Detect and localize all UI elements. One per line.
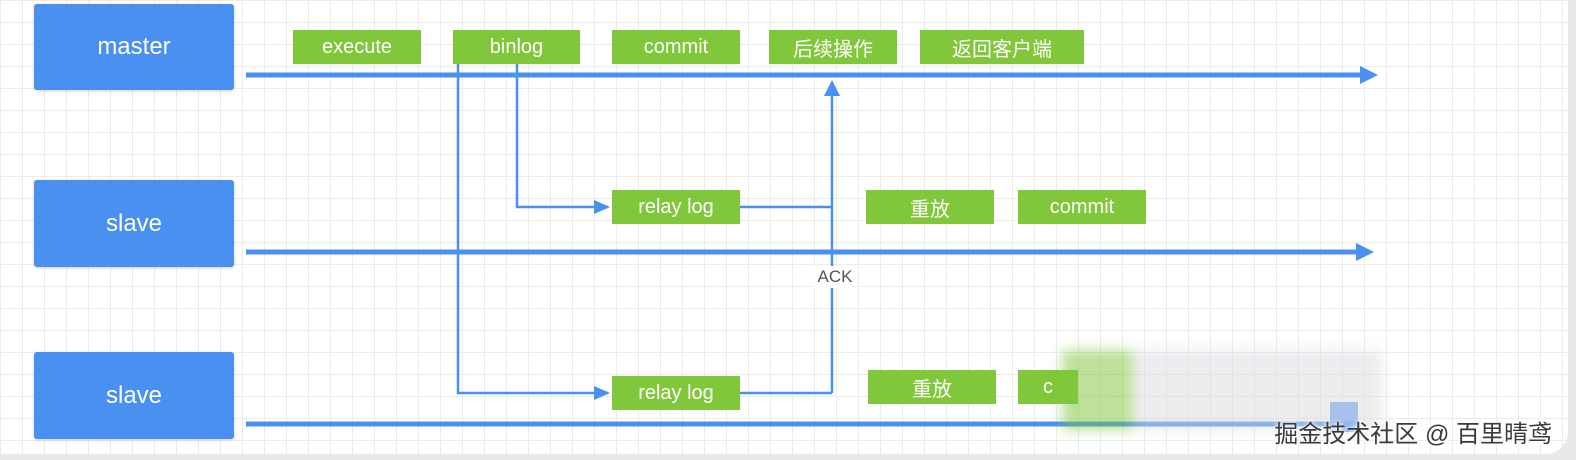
step-execute: execute: [293, 30, 421, 64]
slave1-timeline-arrowhead: [1356, 243, 1374, 261]
master-timeline-arrowhead: [1360, 66, 1378, 84]
step-replay-2: 重放: [868, 370, 996, 404]
step-return-client: 返回客户端: [920, 30, 1084, 64]
slave-node-1: slave: [34, 180, 234, 267]
master-node: master: [34, 4, 234, 90]
step-relay-log-2: relay log: [612, 376, 740, 410]
step-commit-1: commit: [1018, 190, 1146, 224]
watermark: 掘金技术社区 @ 百里晴鸢: [1274, 421, 1552, 448]
step-relay-log-1: relay log: [612, 190, 740, 224]
step-follow-up: 后续操作: [769, 30, 897, 64]
ack-label: ACK: [812, 266, 858, 288]
binlog-to-relay-log-1: [515, 63, 610, 214]
step-commit: commit: [612, 30, 740, 64]
mosaic-overlay: [1062, 350, 1382, 430]
step-binlog: binlog: [453, 30, 580, 64]
step-replay-1: 重放: [866, 190, 994, 224]
slave-node-2: slave: [34, 352, 234, 439]
ack-arrowhead: [824, 80, 840, 96]
binlog-to-relay-log-2: [456, 63, 610, 400]
